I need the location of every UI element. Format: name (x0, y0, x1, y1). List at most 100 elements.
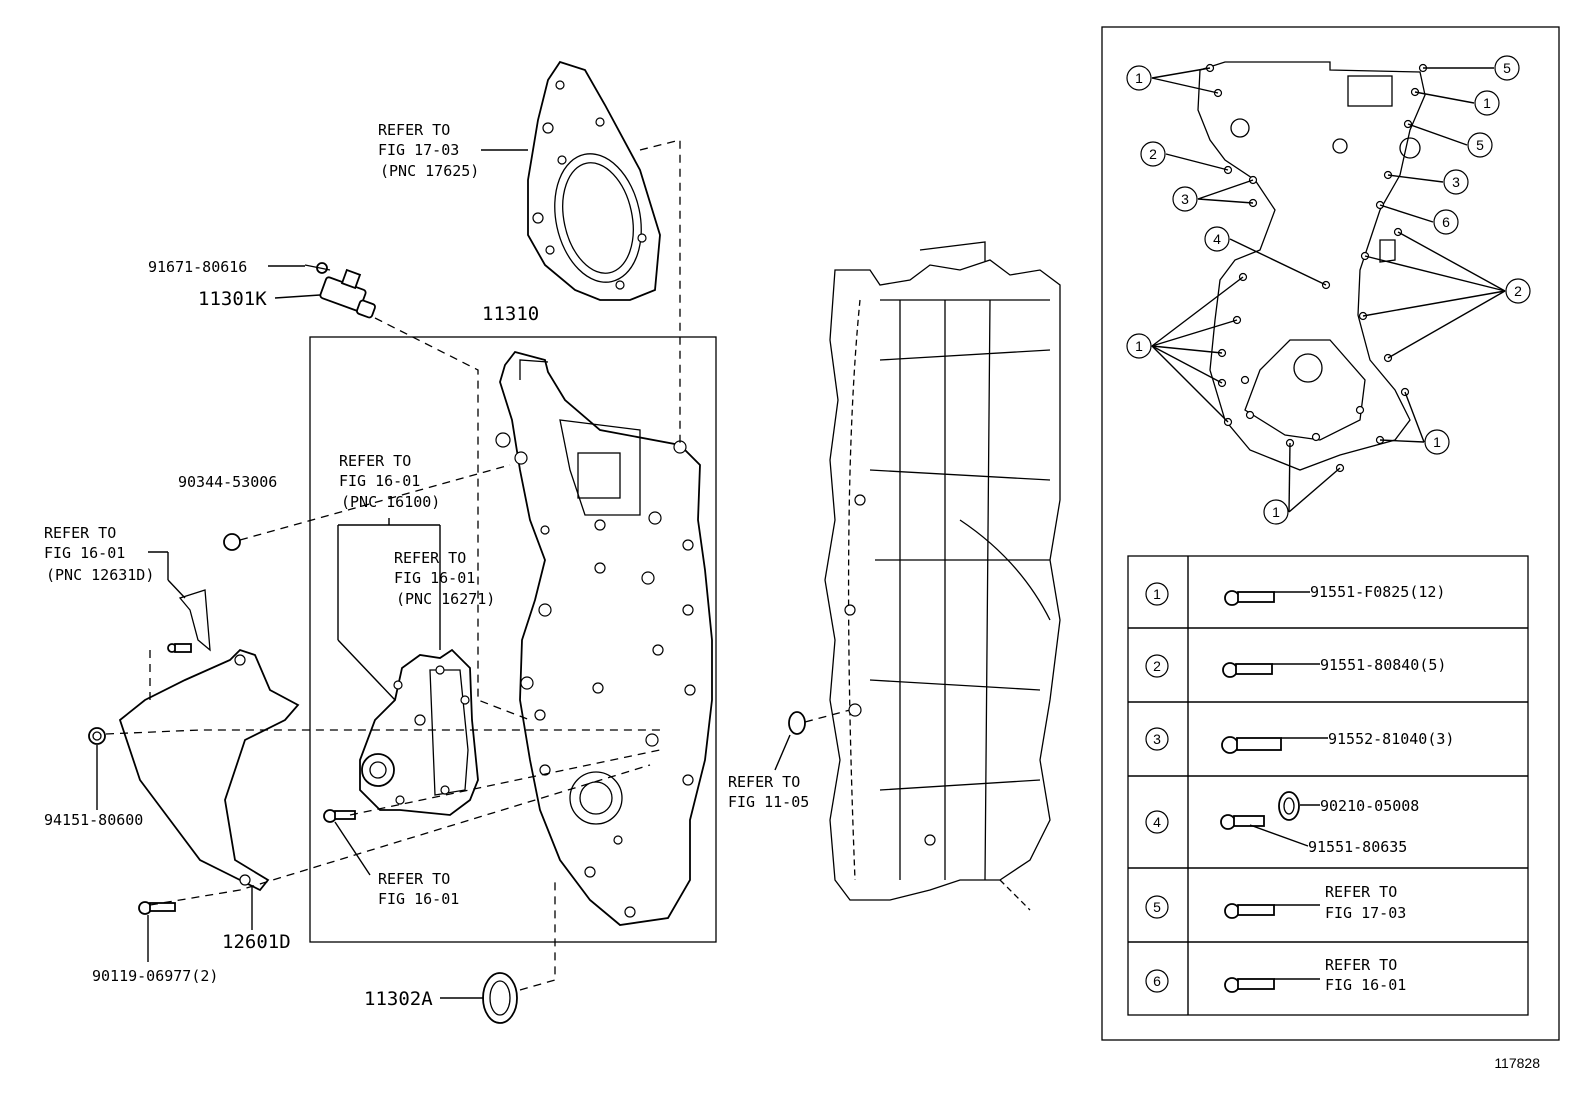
legend-row-4: 4 90210-05008 91551-80635 (1145, 791, 1419, 856)
bolt-callout-4: 4 (1204, 226, 1230, 252)
assembly-dashed-lines (105, 139, 851, 991)
mount-bracket-drawing (118, 589, 300, 892)
legend-row-6: 6 REFER TO FIG 16-01 (1145, 956, 1406, 994)
bolt-icon (1222, 662, 1273, 678)
svg-text:REFER TO: REFER TO (728, 773, 800, 791)
bolt-icon (1224, 590, 1275, 606)
svg-text:FIG 16-01: FIG 16-01 (339, 472, 420, 490)
bolt-callout-1: 1 (1424, 429, 1450, 455)
bolt-callout-3: 3 (1443, 169, 1469, 195)
timing-chain-cover-drawing (495, 350, 713, 926)
svg-text:3: 3 (1153, 731, 1161, 747)
bolt-callout-2: 2 (1140, 141, 1166, 167)
svg-text:2: 2 (1149, 146, 1157, 162)
legend-row-5: 5 REFER TO FIG 17-03 (1145, 883, 1406, 922)
bolt-callout-1: 1 (1126, 65, 1152, 91)
engine-block-drawing (824, 241, 1061, 911)
svg-text:5: 5 (1476, 137, 1484, 153)
bolt-icon (1220, 814, 1265, 830)
svg-text:FIG 16-01: FIG 16-01 (394, 569, 475, 587)
svg-text:1: 1 (1433, 434, 1441, 450)
svg-text:FIG 16-01: FIG 16-01 (44, 544, 125, 562)
part-label-11302a: 11302A (364, 988, 433, 1010)
part-label-11301k: 11301K (198, 288, 267, 310)
svg-text:1: 1 (1135, 70, 1143, 86)
svg-text:(PNC 17625): (PNC 17625) (380, 162, 479, 180)
svg-text:FIG 11-05: FIG 11-05 (728, 793, 809, 811)
part-label-90344: 90344-53006 (178, 473, 277, 491)
bolt-callout-2: 2 (1505, 278, 1531, 304)
svg-text:1: 1 (1272, 504, 1280, 520)
svg-text:91551-F0825(12): 91551-F0825(12) (1310, 583, 1445, 601)
part-label-94151: 94151-80600 (44, 811, 143, 829)
svg-text:2: 2 (1514, 283, 1522, 299)
svg-text:90210-05008: 90210-05008 (1320, 797, 1419, 815)
svg-text:2: 2 (1153, 658, 1161, 674)
bolt-callout-1: 1 (1474, 90, 1500, 116)
bolt-location-cover-drawing (1197, 61, 1428, 473)
svg-text:4: 4 (1213, 231, 1221, 247)
svg-text:REFER TO: REFER TO (394, 549, 466, 567)
svg-text:4: 4 (1153, 814, 1161, 830)
svg-text:3: 3 (1452, 174, 1460, 190)
bolt-callout-1: 1 (1263, 499, 1289, 525)
svg-text:(PNC 16271): (PNC 16271) (396, 590, 495, 608)
refer-to-17-03-pnc-17625: REFER TO FIG 17-03 (PNC 17625) (378, 121, 479, 180)
svg-text:91552-81040(3): 91552-81040(3) (1328, 730, 1454, 748)
small-bolts-drawing (88, 533, 356, 915)
legend-row-1: 1 91551-F0825(12) (1145, 582, 1445, 606)
rear-plate-drawing (527, 60, 661, 301)
leader-lines (96, 149, 791, 999)
refer-to-11-05: REFER TO FIG 11-05 (728, 773, 809, 811)
svg-text:FIG 16-01: FIG 16-01 (1325, 976, 1406, 994)
svg-text:REFER TO: REFER TO (1325, 883, 1397, 901)
svg-text:REFER TO: REFER TO (339, 452, 411, 470)
cam-position-sensor-drawing (304, 262, 376, 319)
bolt-icon (1221, 736, 1282, 754)
part-label-91671: 91671-80616 (148, 258, 247, 276)
svg-text:6: 6 (1442, 214, 1450, 230)
svg-text:3: 3 (1181, 191, 1189, 207)
refer-to-16-01-bolt: REFER TO FIG 16-01 (378, 870, 459, 908)
svg-text:1: 1 (1135, 338, 1143, 354)
svg-text:FIG 17-03: FIG 17-03 (1325, 904, 1406, 922)
water-pump-drawing (359, 648, 479, 816)
svg-text:91551-80840(5): 91551-80840(5) (1320, 656, 1446, 674)
bolt-location-leaders (1151, 67, 1506, 513)
part-label-11310: 11310 (482, 303, 539, 325)
svg-text:REFER TO: REFER TO (378, 870, 450, 888)
timing-cover-box (309, 336, 717, 943)
bolt-icon (1224, 977, 1275, 993)
bolt-location-panel (1101, 26, 1560, 1041)
refer-to-16-01-pnc-12631d: REFER TO FIG 16-01 (PNC 12631D) (44, 524, 154, 584)
svg-text:1: 1 (1153, 586, 1161, 602)
bolt-icon (1224, 903, 1275, 919)
svg-text:1: 1 (1483, 95, 1491, 111)
legend-row-2: 2 91551-80840(5) (1145, 654, 1446, 678)
legend-row-3: 3 91552-81040(3) (1145, 727, 1454, 754)
svg-text:(PNC 16100): (PNC 16100) (341, 493, 440, 511)
svg-text:5: 5 (1503, 60, 1511, 76)
figure-number: 117828 (1494, 1055, 1540, 1071)
bolt-callout-5: 5 (1467, 132, 1493, 158)
svg-text:6: 6 (1153, 973, 1161, 989)
svg-text:91551-80635: 91551-80635 (1308, 838, 1407, 856)
refer-to-16-01-pnc-16271: REFER TO FIG 16-01 (PNC 16271) (394, 549, 495, 608)
svg-text:FIG 16-01: FIG 16-01 (378, 890, 459, 908)
refer-to-16-01-pnc-16100: REFER TO FIG 16-01 (PNC 16100) (339, 452, 440, 511)
bolt-callout-1: 1 (1126, 333, 1152, 359)
bolt-callout-3: 3 (1172, 186, 1198, 212)
svg-text:REFER TO: REFER TO (378, 121, 450, 139)
bolt-legend-table (1127, 555, 1529, 1016)
part-label-90119: 90119-06977(2) (92, 967, 218, 985)
svg-text:(PNC 12631D): (PNC 12631D) (46, 566, 154, 584)
part-label-12601d: 12601D (222, 931, 291, 953)
washer-icon (1278, 791, 1300, 821)
svg-text:REFER TO: REFER TO (44, 524, 116, 542)
svg-text:FIG 17-03: FIG 17-03 (378, 141, 459, 159)
bolt-callout-6: 6 (1433, 209, 1459, 235)
svg-text:5: 5 (1153, 899, 1161, 915)
bolt-callout-5: 5 (1494, 55, 1520, 81)
svg-text:REFER TO: REFER TO (1325, 956, 1397, 974)
